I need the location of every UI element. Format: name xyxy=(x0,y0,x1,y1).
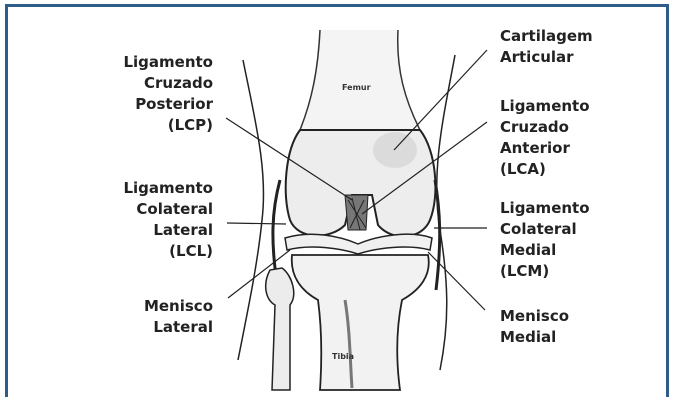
leader-lcl xyxy=(227,223,286,224)
label-tibia: Tibia xyxy=(332,352,354,361)
label-lcp: Ligamento Cruzado Posterior (LCP) xyxy=(88,52,213,136)
label-menisco-medial: Menisco Medial xyxy=(500,306,650,348)
label-cartilagem-articular: Cartilagem Articular xyxy=(500,26,650,68)
fibula xyxy=(266,268,294,390)
label-menisco-lateral: Menisco Lateral xyxy=(88,296,213,338)
femur-shaft xyxy=(300,30,420,130)
label-lca: Ligamento Cruzado Anterior (LCA) xyxy=(500,96,650,180)
tibia xyxy=(292,255,429,390)
label-lcl: Ligamento Colateral Lateral (LCL) xyxy=(88,178,213,262)
label-femur: Femur xyxy=(342,83,371,92)
label-lcm: Ligamento Colateral Medial (LCM) xyxy=(500,198,650,282)
cartilage-shading xyxy=(373,132,417,168)
menisci xyxy=(285,234,432,254)
leg-outline-left xyxy=(238,60,264,360)
